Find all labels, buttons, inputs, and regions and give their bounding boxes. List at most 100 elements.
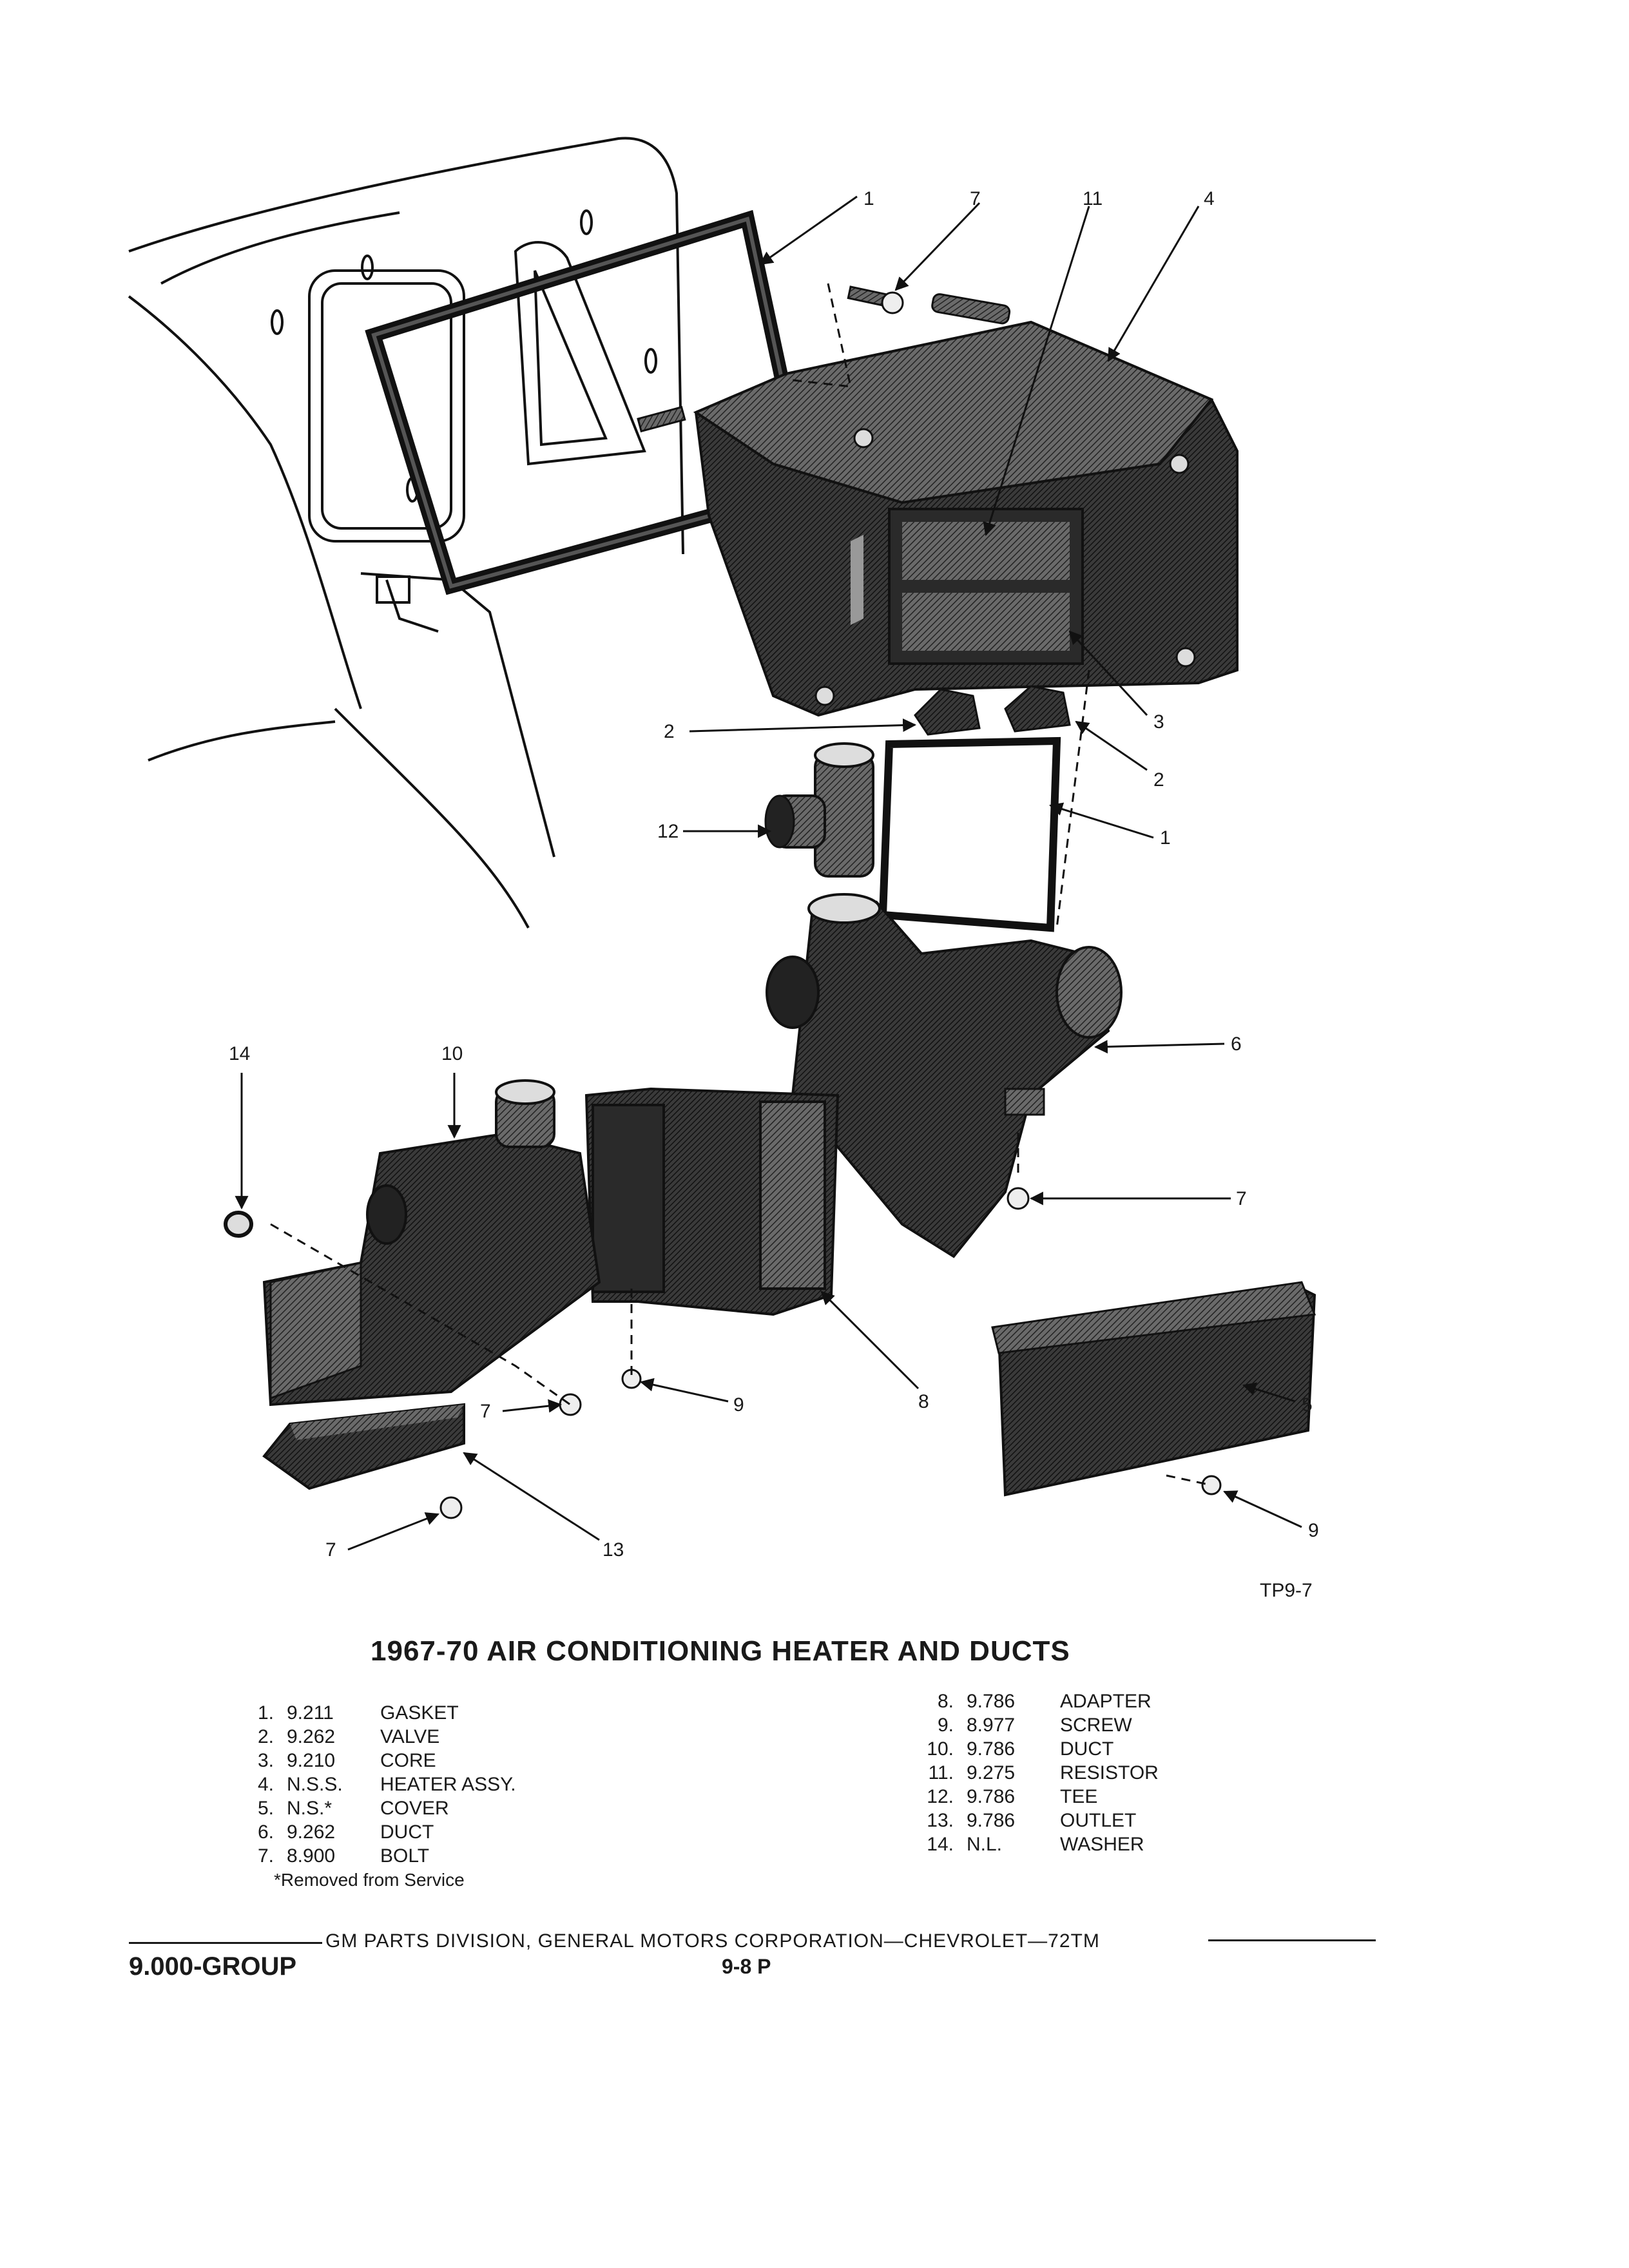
- adapter: [584, 1087, 840, 1316]
- exploded-parts-diagram: 1 7 11 4 2 3 2 12 1 6 14 10 7 8 9 7 5 9 …: [128, 137, 1319, 1561]
- legend-row: 14. N.L. WASHER: [902, 1832, 1159, 1856]
- legend-row: 6. 9.262 DUCT: [222, 1820, 516, 1844]
- legend-description: SCREW: [1060, 1715, 1132, 1736]
- callout-6: 6: [1231, 1033, 1242, 1055]
- callout-12: 12: [657, 821, 679, 842]
- callout-7-top: 7: [970, 188, 981, 209]
- legend-number: 11.: [928, 1762, 954, 1783]
- legend-part-code: N.L.: [967, 1834, 1003, 1855]
- legend-description: WASHER: [1060, 1834, 1144, 1855]
- page-title: 1967-70 AIR CONDITIONING HEATER AND DUCT…: [371, 1635, 1070, 1667]
- gasket-middle: [878, 736, 1061, 932]
- cover: [991, 1281, 1316, 1497]
- duct-left: [262, 1079, 601, 1407]
- callout-10: 10: [441, 1043, 463, 1064]
- callout-5: 5: [1302, 1394, 1313, 1416]
- legend-row: 7. 8.900 BOLT: [222, 1844, 516, 1868]
- footer-rule-right: [1208, 1939, 1376, 1941]
- heater-assembly: [637, 293, 1239, 717]
- callout-9-right: 9: [1308, 1520, 1319, 1541]
- legend-number: 12.: [927, 1786, 954, 1807]
- legend-row: 1. 9.211 GASKET: [222, 1701, 516, 1725]
- legend-part-code: 9.262: [287, 1821, 336, 1843]
- legend-part-code: 9.262: [287, 1726, 336, 1747]
- legend-part-code: 9.786: [967, 1786, 1016, 1807]
- legend-row: 2. 9.262 VALVE: [222, 1725, 516, 1749]
- parts-legend-left: 1. 9.211 GASKET 2. 9.262 VALVE 3. 9.210 CORE 4. N.…: [222, 1701, 516, 1868]
- legend-row: 10. 9.786 DUCT: [902, 1737, 1159, 1761]
- callout-7-middle: 7: [480, 1401, 491, 1422]
- legend-description: VALVE: [380, 1726, 440, 1747]
- group-label: 9.000-GROUP: [129, 1952, 297, 1981]
- callout-1-middle: 1: [1160, 827, 1171, 849]
- leader-lines: [235, 195, 1302, 1551]
- figure-code: TP9-7: [1260, 1580, 1313, 1601]
- legend-part-code: 9.786: [967, 1810, 1016, 1831]
- legend-description: GASKET: [380, 1702, 459, 1724]
- legend-number: 7.: [257, 1845, 274, 1867]
- footnote: *Removed from Service: [274, 1870, 465, 1890]
- callout-2-left: 2: [664, 721, 675, 742]
- legend-row: 3. 9.210 CORE: [222, 1749, 516, 1773]
- legend-row: 13. 9.786 OUTLET: [902, 1809, 1159, 1832]
- legend-description: CORE: [380, 1750, 436, 1771]
- legend-part-code: 9.210: [287, 1750, 336, 1771]
- callout-11: 11: [1083, 188, 1103, 209]
- legend-description: DUCT: [380, 1821, 434, 1843]
- callout-7-right: 7: [1236, 1188, 1247, 1209]
- legend-description: BOLT: [380, 1845, 430, 1867]
- legend-number: 6.: [257, 1821, 274, 1843]
- legend-number: 5.: [257, 1798, 274, 1819]
- callout-13: 13: [602, 1539, 624, 1561]
- callout-9-middle: 9: [733, 1394, 744, 1416]
- legend-number: 9.: [937, 1715, 954, 1736]
- legend-number: 1.: [257, 1702, 274, 1724]
- bolt-top: [847, 285, 904, 314]
- callout-1-top: 1: [863, 188, 874, 209]
- legend-number: 4.: [257, 1774, 274, 1795]
- legend-description: RESISTOR: [1060, 1762, 1159, 1783]
- tee: [764, 742, 874, 878]
- legend-part-code: N.S.S.: [287, 1774, 343, 1795]
- legend-part-code: N.S.*: [287, 1798, 333, 1819]
- legend-number: 8.: [937, 1691, 954, 1712]
- legend-part-code: 8.977: [967, 1715, 1016, 1736]
- legend-row: 8. 9.786 ADAPTER: [902, 1689, 1159, 1713]
- legend-number: 2.: [257, 1726, 274, 1747]
- washer: [224, 1211, 253, 1238]
- legend-description: DUCT: [1060, 1738, 1114, 1760]
- callout-3: 3: [1153, 711, 1164, 733]
- footer-rule-left: [129, 1942, 322, 1944]
- legend-part-code: 8.900: [287, 1845, 336, 1867]
- legend-description: ADAPTER: [1060, 1691, 1152, 1712]
- legend-number: 14.: [927, 1834, 954, 1855]
- legend-description: OUTLET: [1060, 1810, 1137, 1831]
- alignment-lines: [270, 283, 1212, 1486]
- page-number: 9-8 P: [722, 1955, 771, 1978]
- legend-number: 10.: [927, 1738, 954, 1760]
- footer-text: GM PARTS DIVISION, GENERAL MOTORS CORPOR…: [325, 1930, 1100, 1952]
- callout-labels: 1 7 11 4 2 3 2 12 1 6 14 10 7 8 9 7 5 9 …: [229, 188, 1319, 1561]
- legend-row: 11. 9.275 RESISTOR: [902, 1761, 1159, 1785]
- callout-14: 14: [229, 1043, 250, 1064]
- legend-description: HEATER ASSY.: [380, 1774, 516, 1795]
- legend-row: 9. 8.977 SCREW: [902, 1713, 1159, 1737]
- callout-2-right: 2: [1153, 769, 1164, 791]
- callout-7-bottom: 7: [325, 1539, 336, 1561]
- legend-part-code: 9.211: [287, 1702, 334, 1724]
- legend-part-code: 9.786: [967, 1738, 1016, 1760]
- duct-main: [766, 893, 1123, 1258]
- legend-row: 12. 9.786 TEE: [902, 1785, 1159, 1809]
- legend-row: 5.N.S.*COVER: [222, 1796, 516, 1820]
- callout-4: 4: [1204, 188, 1215, 209]
- legend-row: 4. N.S.S. HEATER ASSY.: [222, 1773, 516, 1796]
- legend-part-code: 9.786: [967, 1691, 1016, 1712]
- legend-description: TEE: [1060, 1786, 1098, 1807]
- outlet: [262, 1403, 465, 1490]
- legend-number: 13.: [927, 1810, 954, 1831]
- firewall-outline: [128, 137, 684, 928]
- valves: [914, 685, 1071, 736]
- legend-part-code: 9.275: [967, 1762, 1016, 1783]
- legend-number: 3.: [257, 1750, 274, 1771]
